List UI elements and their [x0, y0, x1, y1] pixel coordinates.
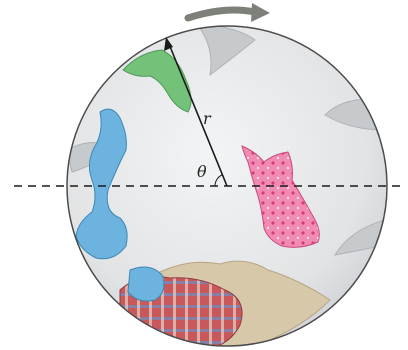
arrow-head — [251, 3, 270, 22]
radius-arrow-head — [164, 37, 173, 51]
drum-baffle-top — [193, 26, 256, 77]
drum-rim — [66, 25, 388, 347]
blue-laundry — [127, 266, 165, 302]
radius-vector — [164, 37, 228, 187]
green-shirt — [122, 49, 192, 113]
radius-label: r — [203, 109, 212, 128]
blue-sock — [75, 108, 128, 260]
rotation-arrow — [184, 3, 270, 22]
curved-arrow-icon — [184, 6, 259, 22]
angle-arc — [214, 174, 223, 187]
angle-label: θ — [197, 162, 207, 181]
arrow-line-icon — [168, 43, 228, 187]
drum-contents — [67, 26, 386, 346]
